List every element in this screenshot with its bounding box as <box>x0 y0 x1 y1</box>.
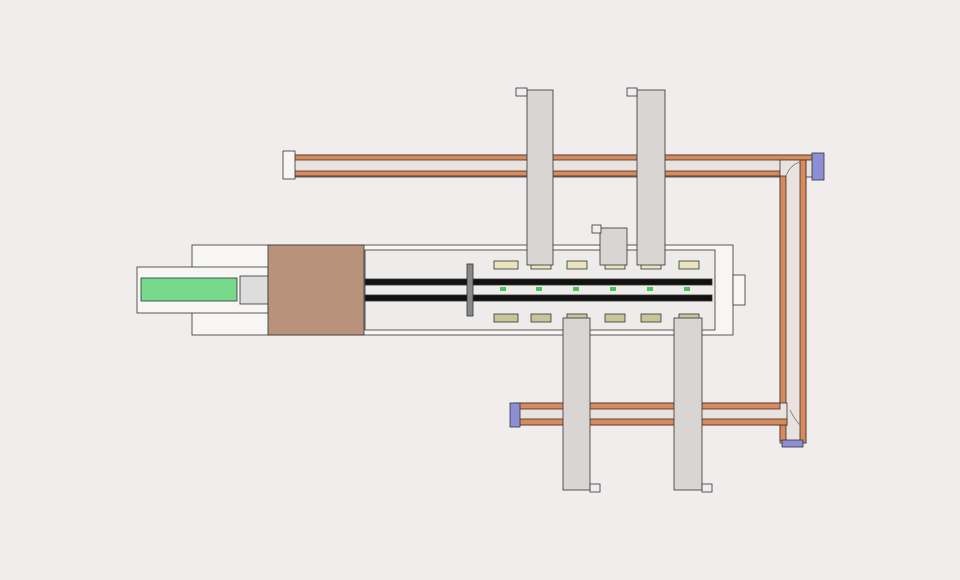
conveyors <box>515 87 713 493</box>
conveyor-top-1 <box>526 89 554 266</box>
bottom-rail-end-block <box>509 402 521 428</box>
belt-lower <box>364 294 713 302</box>
top-rail-end-block <box>811 152 825 181</box>
top-orange-rail <box>282 150 825 181</box>
conveyor-top-small <box>599 227 628 266</box>
right-orange-rail <box>779 159 807 448</box>
conveyor-bottom-2 <box>673 317 703 491</box>
green-panel <box>140 277 238 302</box>
right-rail-end-block <box>781 439 804 448</box>
conveyor-top-2 <box>636 89 666 266</box>
green-pads <box>500 287 690 291</box>
conveyor-bottom-1 <box>562 317 591 491</box>
belt-upper <box>364 278 713 286</box>
brown-block <box>267 244 365 336</box>
bottom-orange-rail <box>509 402 788 428</box>
